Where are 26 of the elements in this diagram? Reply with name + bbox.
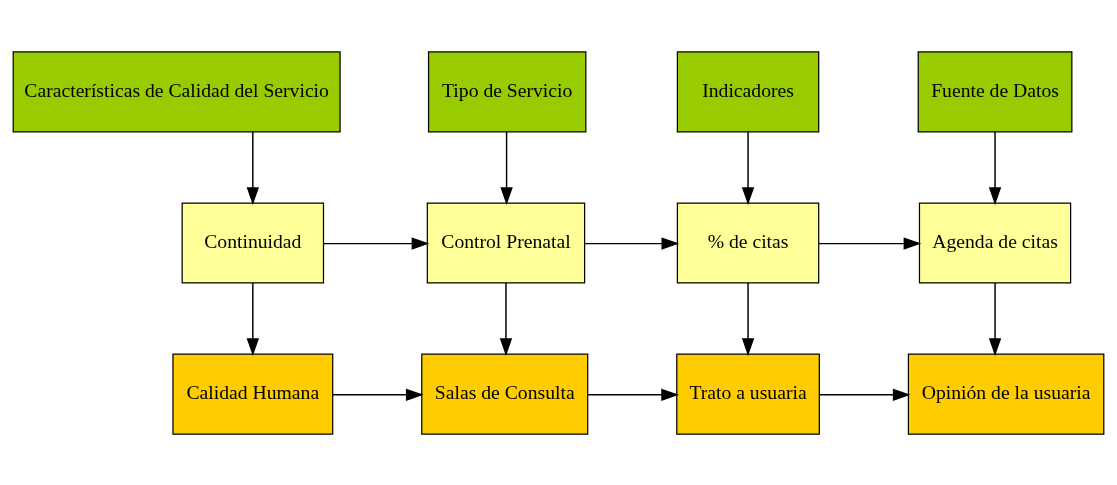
arrow [988,130,1002,205]
arrow [988,281,1002,356]
arrow [584,236,680,250]
arrow [322,236,430,250]
node-box: % de citas [676,201,820,284]
node-box: Agenda de citas [918,201,1072,284]
node-box: Trato a usuaria [676,353,820,435]
node-box: Calidad Humana [172,353,334,435]
arrow [741,130,755,205]
node-box: Salas de Consulta [421,353,589,435]
arrow [500,130,513,205]
arrow [246,130,260,205]
node-box: Indicadores [676,50,820,132]
arrow [741,281,755,356]
arrow [332,388,424,401]
arrow [246,281,260,356]
node-box: Fuente de Datos [917,50,1073,132]
arrow [587,388,679,401]
node-box: Continuidad [181,201,325,284]
node-box: Características de Calidad del Servicio [12,50,341,132]
arrow [499,281,513,356]
node-box: Tipo de Servicio [427,50,587,132]
arrow [818,388,911,401]
node-box: Opinión de la usuaria [907,353,1105,435]
arrow [818,236,922,250]
node-box: Control Prenatal [426,201,586,284]
